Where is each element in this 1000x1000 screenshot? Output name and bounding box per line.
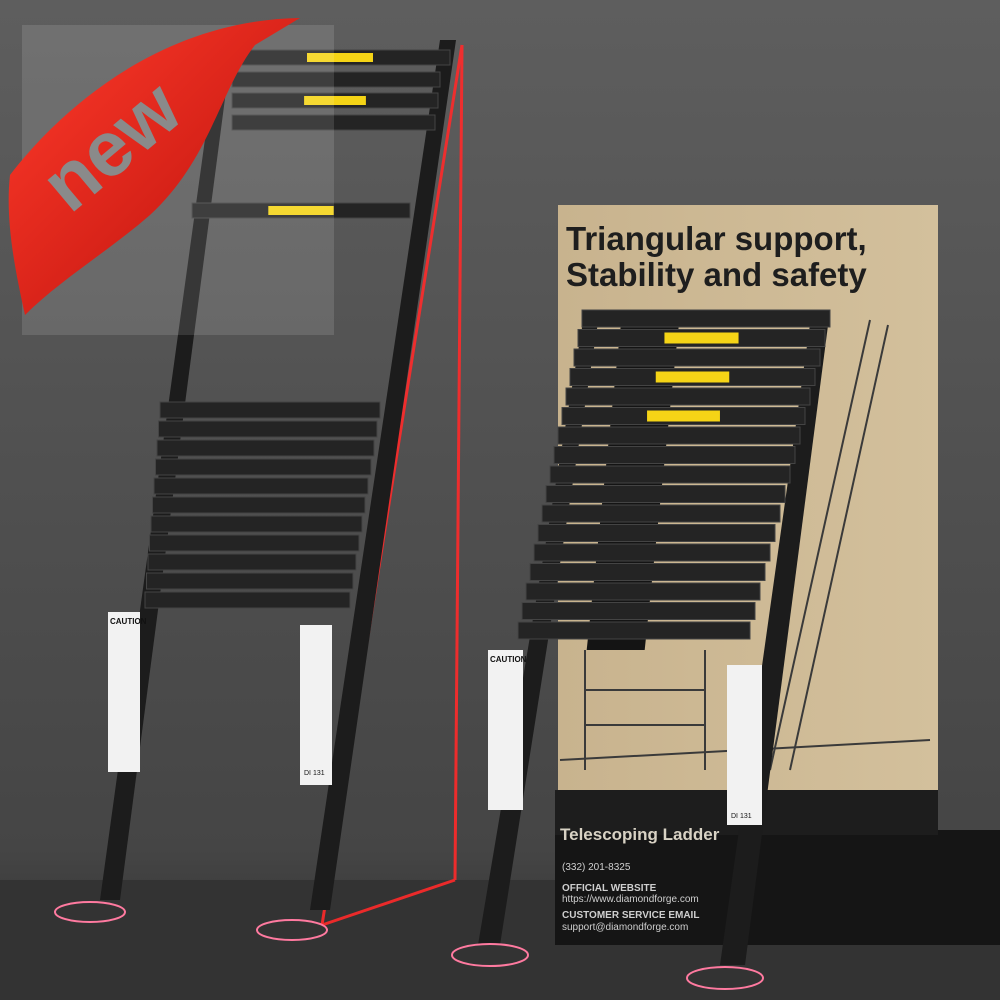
ladder-rung bbox=[553, 446, 796, 464]
box-phone: (332) 201-8325 bbox=[562, 862, 631, 873]
box-email: support@diamondforge.com bbox=[562, 922, 688, 933]
ladder-rung bbox=[557, 426, 801, 445]
box-email-label: CUSTOMER SERVICE EMAIL bbox=[562, 910, 699, 921]
code-label-right: DI 131 bbox=[731, 813, 752, 820]
ladder-rung bbox=[517, 621, 751, 640]
ladder-rung bbox=[537, 524, 776, 542]
foot-pad-icon bbox=[54, 901, 126, 923]
caution-sticker bbox=[488, 650, 523, 810]
ladder-rung bbox=[541, 504, 781, 523]
warning-label bbox=[304, 96, 366, 105]
caution-sticker bbox=[727, 665, 762, 825]
ladder-rung bbox=[549, 465, 791, 484]
warning-label bbox=[655, 371, 730, 383]
ladder-rung bbox=[158, 420, 378, 438]
ladder-rung bbox=[152, 496, 366, 514]
box-website-label: OFFICIAL WEBSITE bbox=[562, 883, 657, 894]
box-headline-line1: Triangular support, bbox=[566, 220, 867, 257]
ladder-rung bbox=[156, 439, 375, 457]
warning-label bbox=[664, 332, 739, 344]
ladder-rung bbox=[533, 543, 771, 562]
new-badge: new bbox=[8, 18, 334, 335]
ladder-rung bbox=[581, 309, 831, 328]
ladder-rung bbox=[150, 515, 363, 533]
ladder-rung bbox=[146, 572, 354, 590]
warning-label bbox=[268, 206, 334, 215]
warning-label bbox=[647, 410, 720, 422]
caution-sticker-left bbox=[108, 612, 140, 772]
ladder-rung bbox=[159, 401, 381, 419]
ladder-rung bbox=[573, 348, 821, 367]
collapsed-ladder: CAUTION DI 131 bbox=[451, 309, 831, 990]
ladder-rung bbox=[153, 477, 369, 495]
box-headline-line2: Stability and safety bbox=[566, 256, 867, 293]
extended-ladder-rungs bbox=[144, 49, 451, 609]
caution-label-left: CAUTION bbox=[110, 617, 147, 626]
ladder-rung bbox=[521, 602, 756, 620]
ladder-rung bbox=[144, 591, 351, 609]
code-label-left: DI 131 bbox=[304, 770, 325, 777]
collapsed-ladder-rungs bbox=[517, 309, 831, 640]
ladder-rung bbox=[529, 563, 766, 581]
ladder-rung bbox=[155, 458, 372, 476]
ladder-rung bbox=[147, 553, 357, 571]
foot-pad-icon bbox=[256, 919, 328, 941]
foot-pad-icon bbox=[451, 943, 529, 967]
ladder-rung bbox=[545, 485, 786, 503]
caution-label-right: CAUTION bbox=[490, 655, 527, 664]
extended-ladder: CAUTION DI 131 bbox=[54, 40, 456, 941]
ladder-rung bbox=[525, 582, 761, 601]
ladder-rung bbox=[149, 534, 360, 552]
foot-pad-icon bbox=[686, 966, 764, 990]
box-website: https://www.diamondforge.com bbox=[562, 894, 699, 905]
caution-sticker-right bbox=[300, 625, 332, 785]
ladder-rung bbox=[565, 387, 811, 406]
warning-label bbox=[307, 53, 373, 62]
ladder-rung bbox=[231, 114, 436, 131]
box-product-name: Telescoping Ladder bbox=[560, 825, 720, 844]
